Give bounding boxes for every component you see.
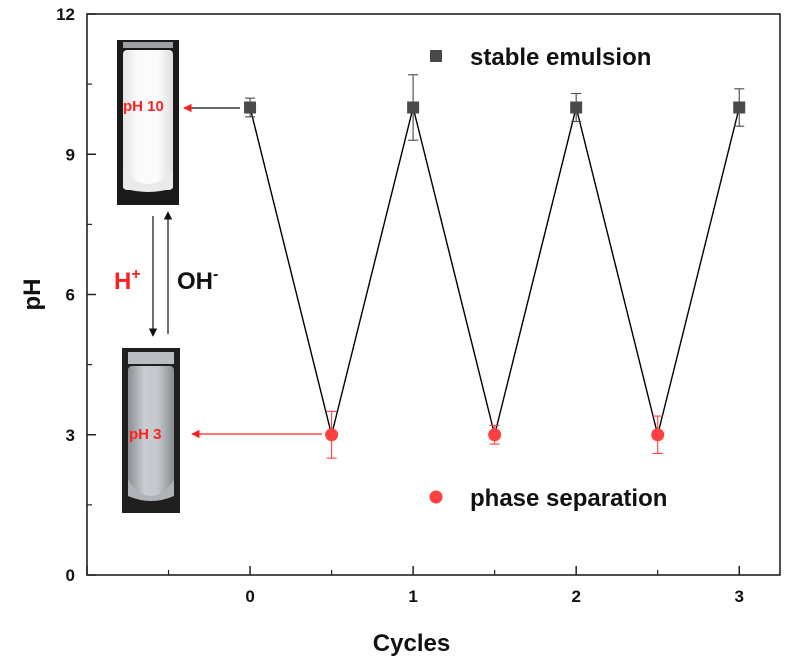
tube-photo-stable [117, 40, 179, 205]
y-tick-label: 6 [66, 286, 75, 305]
x-tick-label: 0 [245, 587, 254, 606]
y-tick-label: 9 [66, 145, 75, 164]
base-label: OH- [177, 266, 218, 295]
acid-label: H+ [114, 266, 141, 295]
legend-marker-phase-separation [429, 490, 443, 504]
x-axis-title: Cycles [373, 630, 450, 657]
data-series [244, 74, 746, 459]
legend-label: stable emulsion [470, 44, 651, 71]
y-tick-label: 3 [66, 426, 75, 445]
tube-label-ph3: pH 3 [129, 426, 162, 443]
legend-marker-stable-emulsion [430, 50, 442, 62]
stable-emulsion-point [244, 101, 257, 114]
phase-separation-point [488, 428, 502, 442]
y-axis-title: pH [19, 279, 46, 311]
legend: stable emulsion phase separation [429, 44, 667, 512]
stable-emulsion-point [407, 101, 420, 114]
x-tick-label: 1 [408, 587, 417, 606]
stable-emulsion-point [733, 101, 746, 114]
x-tick-label: 3 [735, 587, 744, 606]
tube-photo-separated [122, 348, 180, 513]
y-tick-label: 12 [56, 5, 75, 24]
legend-label: phase separation [470, 485, 667, 512]
inset-test-tubes: pH 10 pH 3 H+ OH- [114, 40, 322, 513]
phase-separation-point [325, 428, 339, 442]
cycle-line [249, 107, 740, 435]
tube-label-ph10: pH 10 [123, 98, 164, 115]
x-tick-label: 2 [571, 587, 580, 606]
phase-separation-point [651, 428, 665, 442]
y-tick-label: 0 [66, 566, 75, 585]
stable-emulsion-point [570, 101, 583, 114]
